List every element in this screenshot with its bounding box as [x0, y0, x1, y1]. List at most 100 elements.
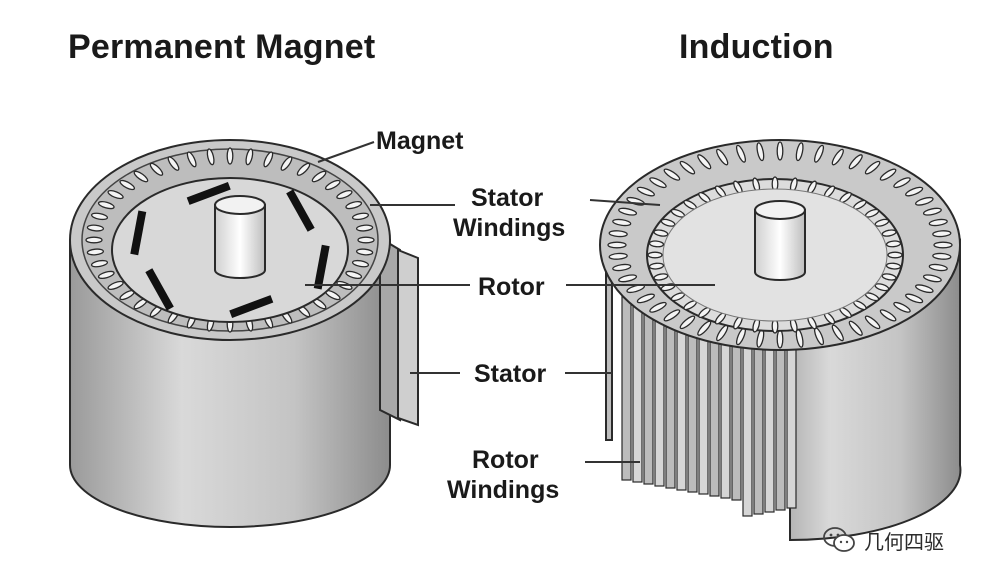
- pm-winding-slot: [90, 259, 109, 268]
- ind-winding-slot: [933, 241, 953, 249]
- pm-winding-slot: [280, 156, 293, 171]
- wechat-logo-icon: [823, 527, 855, 552]
- ind-rotor-bar: [621, 295, 632, 481]
- ind-rotor-slot: [885, 262, 902, 270]
- pm-winding-slot: [86, 224, 105, 232]
- ind-winding-slot: [928, 263, 948, 272]
- pm-winding-slot: [97, 200, 115, 210]
- ind-winding-slot: [915, 284, 934, 294]
- ind-winding-slot: [679, 160, 696, 175]
- ind-rotor-slot: [648, 240, 665, 248]
- ind-winding-slot: [879, 168, 897, 181]
- label-rotor-windings-line1: Rotor: [472, 446, 539, 474]
- ind-winding-slot: [831, 324, 844, 342]
- label-rotor: Rotor: [478, 273, 545, 301]
- ind-winding-slot: [848, 154, 863, 170]
- ind-rotor-slot: [653, 273, 669, 281]
- pm-winding-slot: [345, 200, 363, 210]
- ind-winding-slot: [795, 142, 804, 162]
- pm-magnet: [286, 189, 315, 232]
- ind-winding-slot: [864, 315, 881, 330]
- pm-winding-slot: [296, 162, 311, 176]
- pm-magnet: [313, 244, 330, 290]
- ind-winding-slot: [649, 301, 667, 313]
- ind-winding-slot: [649, 177, 667, 189]
- ind-winding-slot: [716, 148, 729, 166]
- label-stator-windings-line1: Stator: [471, 184, 544, 212]
- ind-rotor-slot: [647, 251, 663, 259]
- ind-winding-slot: [932, 252, 952, 260]
- ind-rotor-slot: [881, 273, 897, 281]
- ind-winding-slot: [618, 207, 638, 216]
- pm-winding-slot: [186, 151, 197, 168]
- pm-winding-slot: [107, 190, 124, 200]
- ind-rotor-winding-bars: [621, 279, 797, 517]
- ind-winding-slot: [612, 218, 632, 227]
- pm-winding-slot: [86, 248, 105, 256]
- pm-winding-slot: [355, 224, 374, 232]
- pm-winding-slot: [119, 179, 136, 191]
- ind-winding-slot: [608, 252, 628, 260]
- ind-winding-slot: [735, 144, 747, 163]
- watermark: 几何四驱: [822, 524, 944, 556]
- ind-winding-slot: [848, 320, 863, 336]
- ind-winding-slot: [697, 154, 712, 170]
- ind-rotor-slot: [881, 229, 897, 237]
- ind-winding-slot: [813, 144, 825, 163]
- pm-winding-slot: [345, 270, 363, 280]
- ind-winding-slot: [922, 274, 942, 283]
- ind-winding-slot: [864, 160, 881, 175]
- pm-magnet: [130, 210, 147, 256]
- pm-winding-slot: [351, 212, 370, 221]
- ind-winding-slot: [663, 168, 681, 181]
- induction-title: Induction: [679, 28, 834, 66]
- permanent-magnet-motor: [69, 139, 419, 528]
- ind-rotor-slot: [653, 229, 669, 237]
- pm-winding-slot: [324, 179, 341, 191]
- ind-winding-slot: [922, 207, 942, 216]
- ind-winding-slot: [636, 293, 655, 304]
- ind-winding-slot: [607, 241, 627, 249]
- ind-winding-slot: [618, 274, 638, 283]
- label-rotor-windings-line2: Windings: [447, 476, 559, 504]
- ind-winding-slot: [776, 329, 784, 349]
- pm-winding-slot: [355, 248, 374, 256]
- pm-magnets: [130, 181, 330, 319]
- ind-winding-slot: [928, 218, 948, 227]
- pm-winding-slot: [133, 170, 149, 183]
- pm-winding-slot: [149, 162, 164, 176]
- label-stator: Stator: [474, 360, 547, 388]
- ind-winding-slot: [679, 315, 696, 330]
- ind-winding-slot: [608, 230, 628, 238]
- pm-winding-slot: [311, 170, 327, 183]
- ind-winding-slot: [905, 186, 924, 197]
- ind-winding-slot: [879, 309, 897, 322]
- pm-magnet: [145, 268, 174, 311]
- pm-winding-slot: [107, 280, 124, 290]
- ind-shaft-top: [754, 200, 806, 220]
- ind-shaft: [754, 209, 806, 281]
- label-magnet: Magnet: [376, 127, 464, 155]
- ind-winding-slot: [905, 293, 924, 304]
- ind-winding-slot: [932, 230, 952, 238]
- pm-shaft: [214, 204, 266, 279]
- ind-winding-slot: [756, 142, 765, 162]
- induction-motor: [599, 139, 962, 542]
- permanent-magnet-title: Permanent Magnet: [68, 28, 376, 66]
- leader-lines: [305, 141, 715, 463]
- pm-magnet: [229, 295, 274, 319]
- pm-cutaway-outer: [397, 248, 419, 427]
- pm-shaft-top: [214, 195, 266, 215]
- pm-cutaway-section: [379, 236, 401, 422]
- ind-stator-winding-slots: [607, 141, 953, 349]
- pm-winding-slot: [263, 151, 274, 168]
- ind-winding-slot: [893, 177, 911, 189]
- pm-winding-slot: [167, 156, 180, 171]
- ind-winding-slot: [915, 196, 934, 206]
- pm-winding-slot: [206, 148, 215, 166]
- ind-rotor-slot: [885, 240, 902, 248]
- ind-rotor-slot: [648, 262, 665, 270]
- leader-magnet: [317, 141, 375, 163]
- label-stator-windings-line2: Windings: [453, 214, 565, 242]
